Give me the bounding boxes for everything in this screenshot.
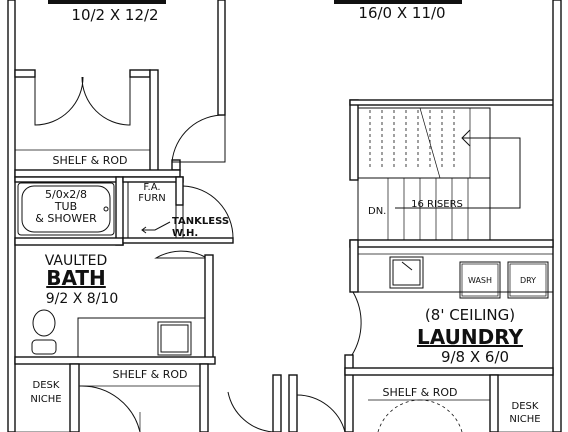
laundry-sink	[389, 256, 424, 289]
stair	[357, 104, 554, 241]
tub-size: 5/0x2/8	[45, 188, 87, 201]
top-right-room-dims: 16/0 X 11/0	[358, 4, 445, 22]
walls	[7, 0, 562, 432]
laundry-ceiling: (8' CEILING)	[425, 306, 515, 324]
room-name-bar-left	[48, 0, 166, 4]
desk-niche-left-1: DESK	[33, 380, 60, 391]
tub-label: TUB	[54, 200, 77, 213]
bathtub	[17, 182, 115, 236]
dryer	[507, 261, 549, 299]
closet-double-door	[34, 76, 131, 126]
tub-shower-label: & SHOWER	[35, 212, 97, 225]
laundry-door-swing	[351, 291, 362, 356]
laundry-counter	[357, 246, 554, 293]
top-left-room-dims: 10/2 X 12/2	[71, 6, 158, 24]
stair-risers: 16 RISERS	[411, 199, 463, 210]
laundry-dims: 9/8 X 6/0	[441, 348, 509, 366]
washer	[459, 261, 501, 299]
furnace-closet	[127, 181, 177, 239]
bath-prefix: VAULTED	[45, 253, 108, 269]
toilet	[31, 309, 57, 355]
desk-niche-right-1: DESK	[512, 401, 539, 412]
desk-niche-right-2: NICHE	[509, 414, 540, 425]
washer-label: WASH	[468, 276, 492, 285]
vanity	[77, 317, 206, 358]
tankless-label-1: TANKLESS	[172, 216, 229, 227]
bath-dims: 9/2 X 8/10	[46, 291, 118, 307]
laundry-name: LAUNDRY	[417, 325, 523, 349]
dryer-label: DRY	[520, 276, 536, 285]
stair-dn: DN.	[368, 206, 386, 217]
furnace-label-1: F.A.	[143, 182, 160, 193]
water-heater-arrow	[142, 221, 171, 231]
sink	[157, 321, 192, 356]
shelf-rod-closet: SHELF & ROD	[52, 154, 127, 167]
hall-door-swing	[171, 114, 226, 163]
furnace-label-2: FURN	[138, 193, 166, 204]
shelf-rod-left: SHELF & ROD	[112, 368, 187, 381]
room-name-bar-right	[334, 0, 462, 4]
desk-niche-left-2: NICHE	[30, 394, 61, 405]
shelf-rod-right: SHELF & ROD	[382, 386, 457, 399]
bath-door-swing	[154, 250, 206, 259]
tankless-label-2: W.H.	[172, 228, 198, 239]
bath-name: BATH	[46, 266, 106, 290]
furnace-door-swing	[182, 185, 234, 239]
